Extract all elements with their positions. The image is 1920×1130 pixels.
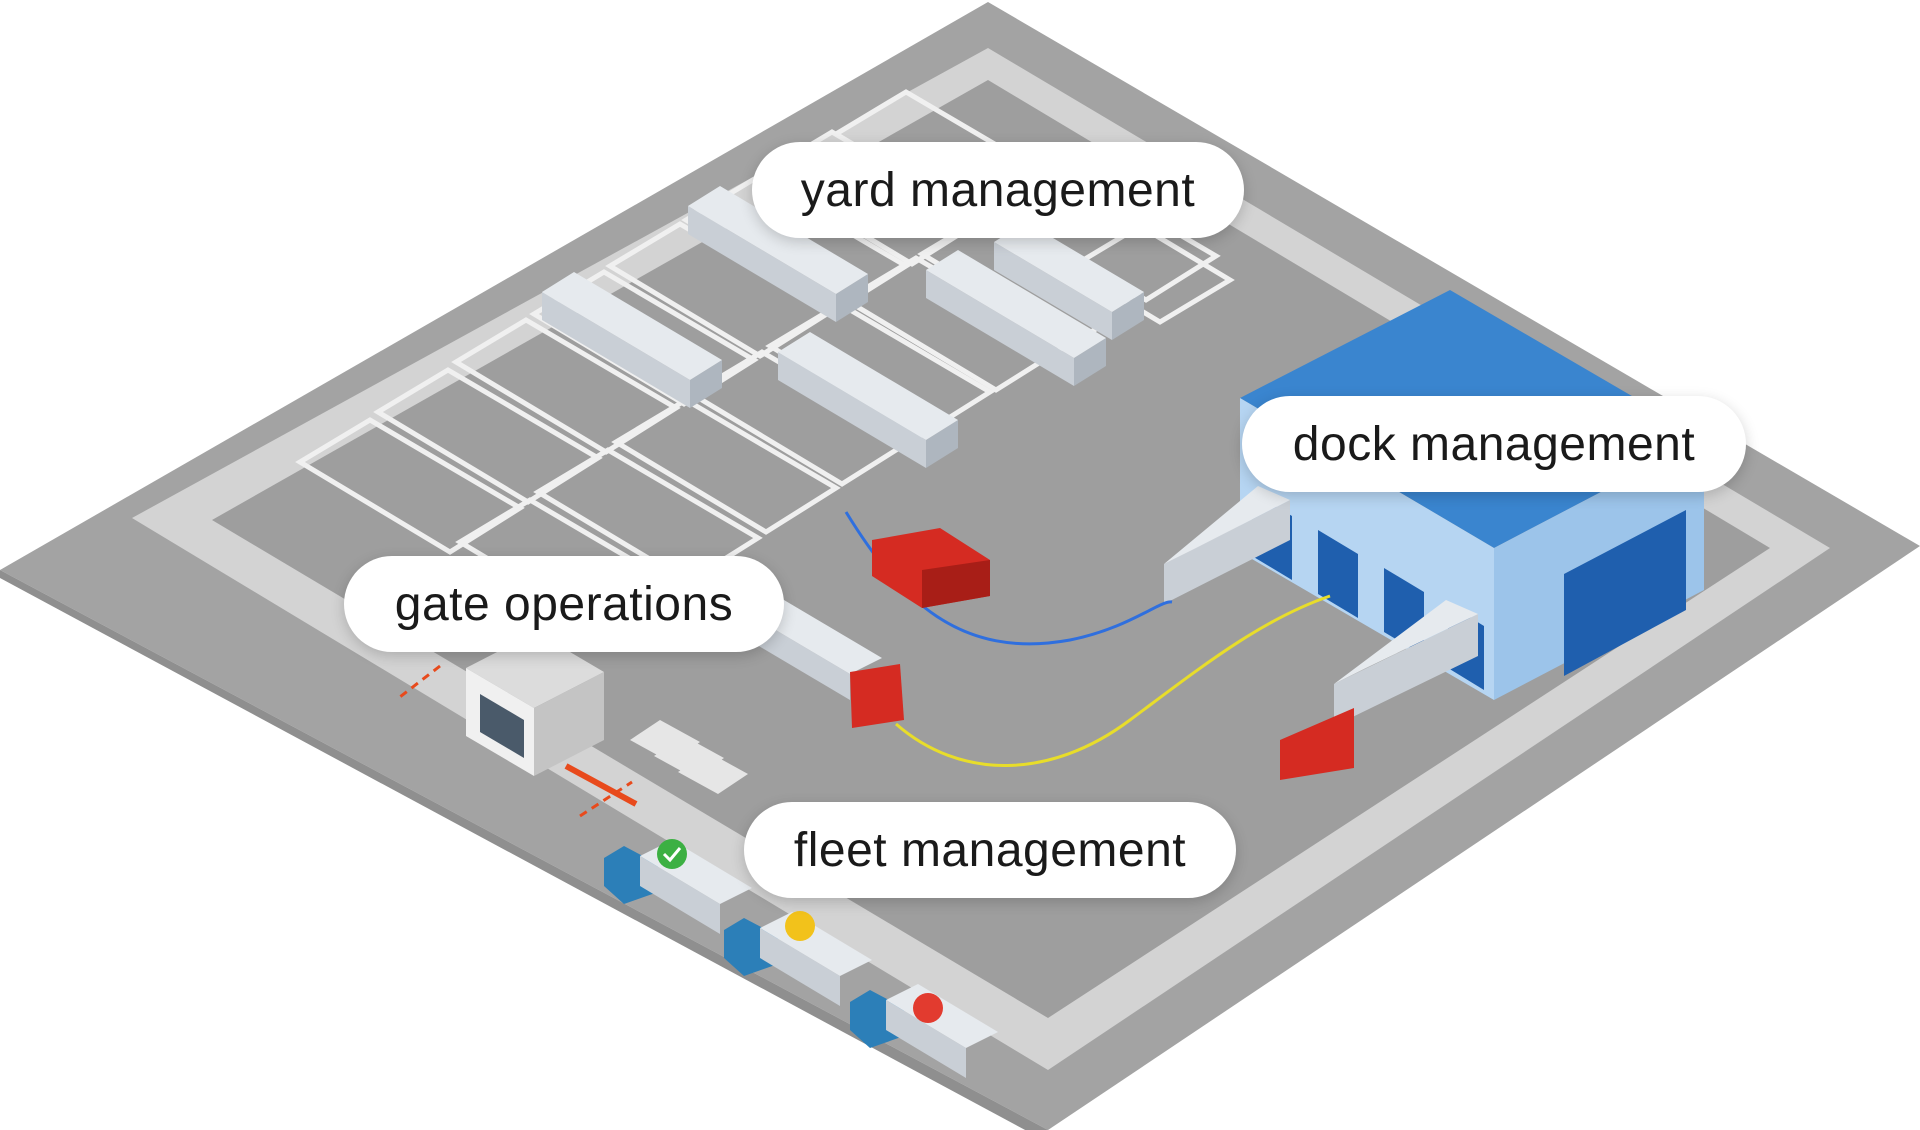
checkmark-icon	[657, 839, 687, 869]
fleet-management-label: fleet management	[744, 802, 1236, 898]
dock-management-text: dock management	[1292, 417, 1696, 471]
yard-management-text: yard management	[800, 163, 1196, 217]
truck-with-trailer-red	[752, 600, 904, 728]
crosswalk	[630, 720, 748, 794]
route-yellow	[895, 594, 1331, 767]
ground-edge	[0, 570, 1048, 1130]
trailer	[778, 332, 958, 468]
truck-with-trailer-red	[1280, 708, 1354, 780]
fleet-trucks	[604, 839, 998, 1078]
large-hangar-door	[1564, 510, 1686, 676]
gate-barrier	[564, 763, 638, 807]
gate-operations-text: gate operations	[394, 577, 734, 631]
trailer	[688, 186, 868, 322]
fleet-management-text: fleet management	[793, 823, 1187, 877]
parked-trailers	[542, 186, 1144, 468]
truck-cab-red	[872, 528, 990, 608]
ellipsis-icon	[785, 911, 815, 941]
status-dot-pending	[785, 911, 815, 941]
fleet-truck	[850, 984, 998, 1078]
gate-arrows	[395, 664, 633, 818]
dock-management-label: dock management	[1242, 396, 1746, 492]
yard-management-label: yard management	[752, 142, 1244, 238]
trailer	[926, 250, 1106, 386]
ellipsis-icon	[913, 993, 943, 1023]
gate-operations-label: gate operations	[344, 556, 784, 652]
status-dot-alert	[913, 993, 943, 1023]
red-trucks	[752, 528, 1354, 780]
status-dot-ok	[657, 839, 687, 869]
trailer	[994, 222, 1144, 340]
docked-trailers	[1164, 486, 1478, 726]
trailer	[542, 272, 722, 408]
